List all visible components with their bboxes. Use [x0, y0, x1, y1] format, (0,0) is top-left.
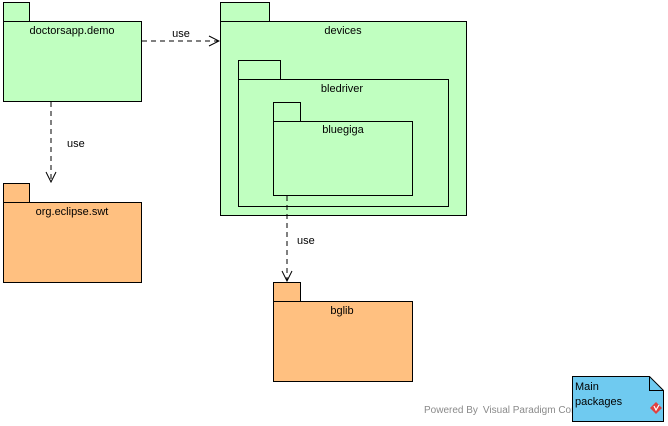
package-label: bluegiga	[322, 124, 364, 136]
package-body	[273, 301, 413, 382]
dependency-label: use	[172, 28, 190, 40]
package-tab	[3, 183, 30, 203]
note-text-line2: packages	[575, 396, 623, 408]
package-bluegiga[interactable]: bluegiga	[273, 102, 413, 196]
package-tab	[273, 102, 301, 122]
dependency-label: use	[67, 138, 85, 150]
dependency-doctorsapp-to-swt[interactable]: use	[51, 102, 85, 182]
dependency-label: use	[297, 235, 315, 247]
dependency-doctorsapp-to-devices[interactable]: use	[142, 28, 219, 41]
package-tab	[238, 60, 281, 80]
note-shape	[572, 376, 664, 422]
package-bglib[interactable]: bglib	[273, 282, 413, 382]
watermark-text: Powered By Visual Paradigm Community Edi…	[424, 405, 642, 416]
note-main-packages[interactable]: Main packages	[572, 376, 664, 422]
package-label: doctorsapp.demo	[30, 25, 115, 37]
watermark: Powered By Visual Paradigm Community Edi…	[424, 405, 642, 416]
package-tab	[273, 282, 301, 302]
dependency-bluegiga-to-bglib[interactable]: use	[287, 196, 315, 281]
package-tab	[220, 2, 270, 22]
package-label: bledriver	[321, 83, 364, 95]
package-doctorsapp-demo[interactable]: doctorsapp.demo	[3, 2, 142, 102]
package-label: org.eclipse.swt	[36, 206, 109, 218]
package-body	[273, 121, 413, 196]
package-label: bglib	[330, 305, 353, 317]
package-org-eclipse-swt[interactable]: org.eclipse.swt	[3, 183, 142, 283]
note-fold-icon	[649, 376, 664, 391]
visual-paradigm-logo-icon	[650, 402, 662, 414]
package-tab	[3, 2, 30, 22]
package-body	[3, 202, 142, 283]
package-label: devices	[324, 25, 362, 37]
note-text-line1: Main	[575, 381, 599, 393]
package-body	[3, 21, 142, 102]
